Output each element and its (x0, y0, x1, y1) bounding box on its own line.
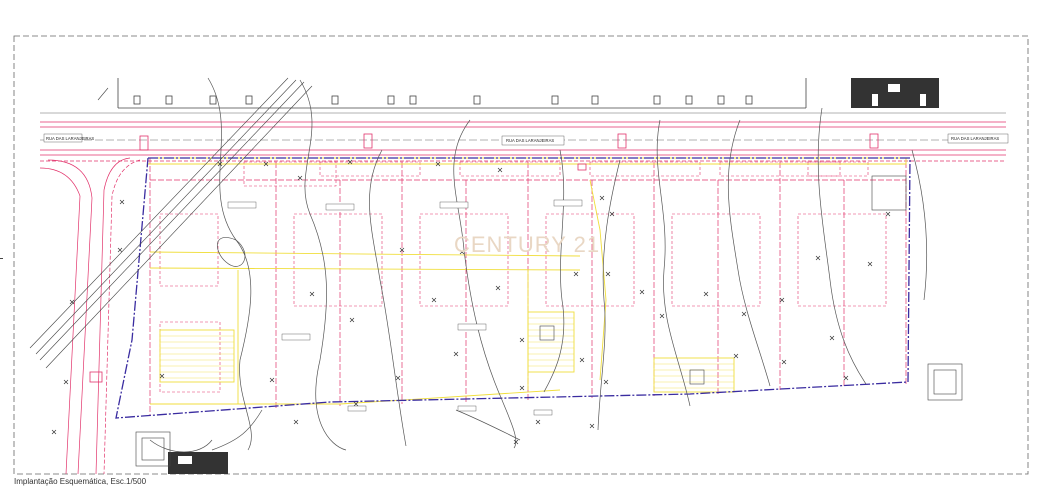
street-label-center: RUA DAS LARANJEIRAS (506, 138, 554, 143)
property-boundary (115, 157, 911, 419)
contour-lines (149, 77, 928, 453)
drawing-frame (13, 35, 1029, 475)
street-markers (89, 133, 879, 383)
watermark: CENTURY 21 (454, 232, 600, 257)
street-labels: RUA DAS LARANJEIRAS RUA DAS LARANJEIRAS … (43, 133, 1009, 146)
parcel-grid (149, 158, 907, 416)
edge-tick (0, 258, 3, 259)
survey-points (51, 159, 891, 445)
power-lines (29, 77, 313, 369)
drawing-caption: Implantação Esquemática, Esc.1/500 (14, 477, 147, 486)
street-label-left: RUA DAS LARANJEIRAS (46, 136, 94, 141)
hatched-areas (160, 317, 734, 389)
plan-labels (227, 199, 583, 416)
frontage-fence (117, 78, 807, 109)
building-footprints (159, 161, 887, 393)
neighbor-roofs (168, 78, 939, 474)
street-curb (40, 112, 1006, 141)
yellow-outlines (148, 157, 907, 405)
street (40, 121, 1006, 162)
street-label-right: RUA DAS LARANJEIRAS (951, 136, 999, 141)
detail-boxes (135, 175, 963, 467)
side-road (39, 157, 141, 475)
